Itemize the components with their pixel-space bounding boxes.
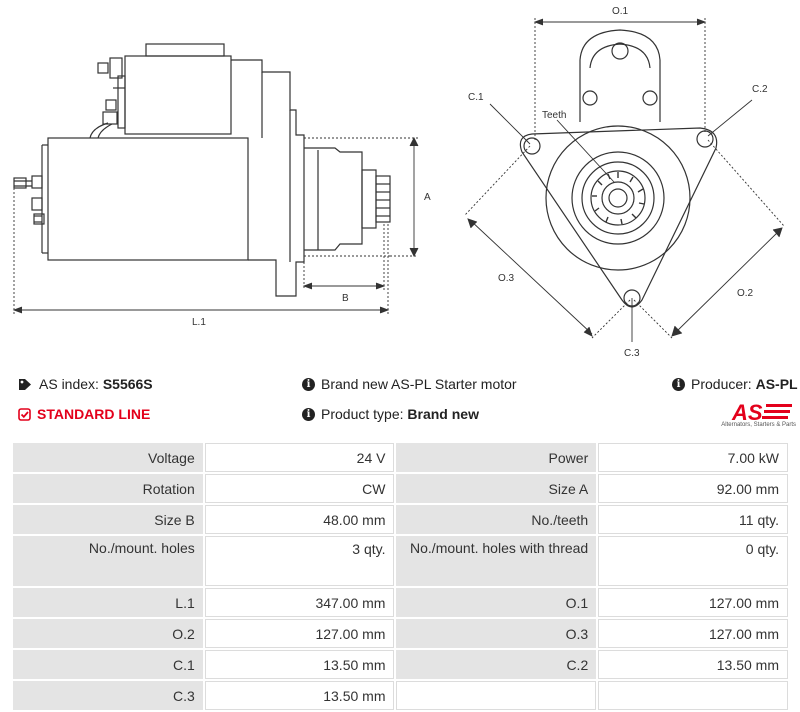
spec-label: Rotation (13, 474, 203, 503)
side-view (13, 43, 391, 297)
product-type: i Product type: Brand new (302, 406, 479, 422)
spec-empty-cell (598, 681, 788, 710)
spec-label: O.1 (396, 588, 597, 617)
table-row: C.1 13.50 mm C.2 13.50 mm (13, 650, 788, 679)
spec-label: No./mount. holes (13, 536, 203, 586)
spec-label: O.2 (13, 619, 203, 648)
table-row: Size B 48.00 mm No./teeth 11 qty. (13, 505, 788, 534)
front-view (519, 29, 718, 308)
producer-value: AS-PL (755, 376, 798, 392)
front-dimensions (464, 18, 785, 342)
spec-empty-cell (396, 681, 597, 710)
table-row: L.1 347.00 mm O.1 127.00 mm (13, 588, 788, 617)
label-c1: C.1 (468, 92, 484, 103)
spec-label: C.3 (13, 681, 203, 710)
spec-value: 24 V (204, 443, 395, 472)
spec-value: 127.00 mm (204, 619, 395, 648)
table-row: Rotation CW Size A 92.00 mm (13, 474, 788, 503)
label-o2: O.2 (737, 288, 754, 299)
spec-value: 11 qty. (598, 505, 788, 534)
label-c3: C.3 (624, 348, 640, 359)
info-icon: i (302, 407, 315, 421)
spec-label: Power (396, 443, 597, 472)
check-square-icon (18, 407, 31, 421)
spec-label: C.1 (13, 650, 203, 679)
label-l1: L.1 (192, 317, 206, 328)
as-index-label: AS index: (39, 376, 99, 392)
producer-label: Producer: (691, 376, 752, 392)
side-dimensions (12, 136, 419, 315)
spec-label: O.3 (396, 619, 597, 648)
spec-label: Voltage (13, 443, 203, 472)
spec-value: 13.50 mm (204, 650, 395, 679)
spec-label: L.1 (13, 588, 203, 617)
spec-value: 7.00 kW (598, 443, 788, 472)
spec-value: 0 qty. (598, 536, 788, 586)
as-index-value: S5566S (102, 376, 153, 392)
spec-label: No./teeth (396, 505, 597, 534)
logo-mark-text: AS (731, 401, 763, 423)
spec-table: Voltage 24 V Power 7.00 kW Rotation CW S… (11, 441, 790, 712)
tag-icon (19, 378, 31, 390)
label-teeth: Teeth (542, 110, 566, 121)
spec-value: 3 qty. (204, 536, 395, 586)
spec-label: C.2 (396, 650, 597, 679)
as-logo-mark: AS (731, 400, 792, 425)
spec-value: 48.00 mm (204, 505, 395, 534)
spec-label: Size B (13, 505, 203, 534)
spec-value: 92.00 mm (598, 474, 788, 503)
standard-line: STANDARD LINE (18, 406, 150, 422)
label-o3: O.3 (498, 273, 515, 284)
label-c2: C.2 (752, 84, 768, 95)
table-row: C.3 13.50 mm (13, 681, 788, 710)
spec-value: 347.00 mm (204, 588, 395, 617)
spec-value: 127.00 mm (598, 588, 788, 617)
as-pl-logo: AS Alternators, Starters & Parts (702, 400, 796, 429)
label-b: B (342, 293, 349, 304)
spec-value: 13.50 mm (598, 650, 788, 679)
label-o1: O.1 (612, 6, 629, 17)
spec-value: 127.00 mm (598, 619, 788, 648)
table-row: Voltage 24 V Power 7.00 kW (13, 443, 788, 472)
description-text: Brand new AS-PL Starter motor (321, 376, 517, 392)
info-icon: i (302, 377, 315, 391)
spec-label: No./mount. holes with thread (396, 536, 597, 586)
spec-value: CW (204, 474, 395, 503)
description: i Brand new AS-PL Starter motor (302, 376, 517, 392)
spec-label: Size A (396, 474, 597, 503)
producer: i Producer: AS-PL (672, 376, 798, 392)
label-a: A (424, 192, 431, 203)
table-row: No./mount. holes 3 qty. No./mount. holes… (13, 536, 788, 586)
info-icon: i (672, 377, 685, 391)
product-type-label: Product type: (321, 406, 404, 422)
spec-value: 13.50 mm (204, 681, 395, 710)
product-type-value: Brand new (407, 406, 479, 422)
table-row: O.2 127.00 mm O.3 127.00 mm (13, 619, 788, 648)
standard-line-text: STANDARD LINE (37, 406, 151, 422)
logo-tagline: Alternators, Starters & Parts (721, 422, 796, 428)
as-index: AS index: S5566S (18, 376, 153, 392)
technical-drawing: A B L.1 O.1 O.2 O.3 C.1 C.2 C.3 Teeth (12, 6, 785, 359)
